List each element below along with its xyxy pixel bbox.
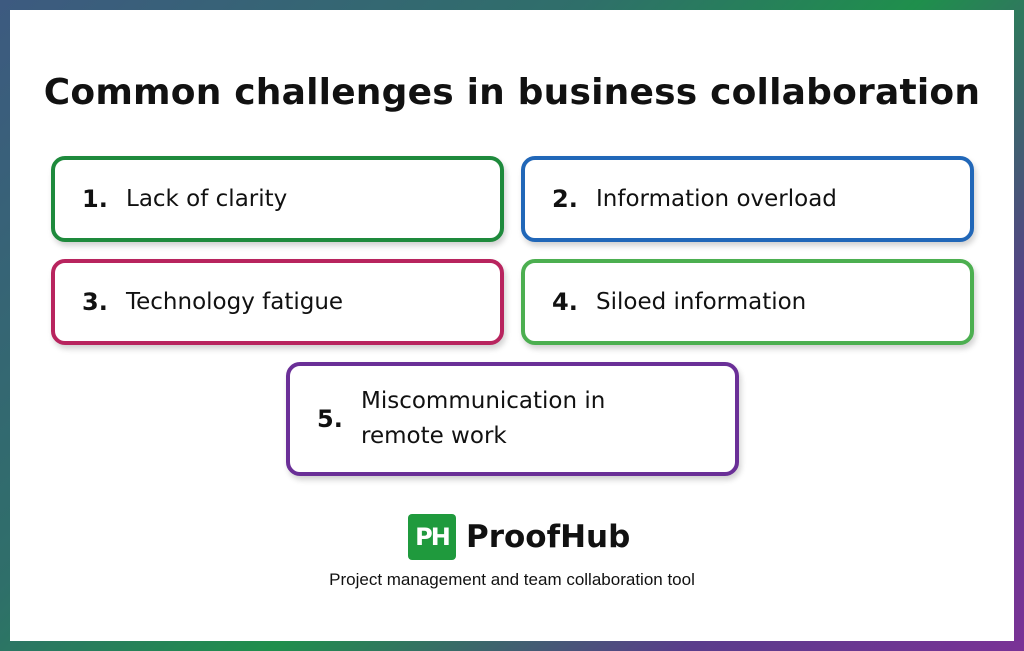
challenge-number: 5. [317, 405, 343, 433]
page-title: Common challenges in business collaborat… [43, 72, 981, 113]
challenge-label: Lack of clarity [126, 185, 288, 212]
content-panel: Common challenges in business collaborat… [10, 10, 1014, 641]
challenge-number: 1. [82, 185, 108, 213]
challenge-card-3: 3. Technology fatigue [51, 259, 504, 345]
brand-tagline: Project management and team collaboratio… [329, 570, 695, 589]
brand-name: ProofHub [466, 519, 631, 555]
proofhub-logo-icon: PH [408, 514, 456, 560]
challenge-label: Miscommunication in remote work [361, 388, 606, 449]
challenge-card-5: 5. Miscommunication in remote work [286, 362, 739, 476]
challenge-number: 3. [82, 288, 108, 316]
proofhub-logo: PH ProofHub [408, 514, 630, 560]
challenge-label: Information overload [596, 185, 837, 212]
challenge-card-1: 1. Lack of clarity [51, 156, 504, 242]
challenge-card-2: 2. Information overload [521, 156, 974, 242]
challenge-number: 2. [552, 185, 578, 213]
challenge-number: 4. [552, 288, 578, 316]
challenge-label: Technology fatigue [126, 288, 344, 315]
challenge-label: Siloed information [596, 288, 807, 315]
challenge-card-4: 4. Siloed information [521, 259, 974, 345]
